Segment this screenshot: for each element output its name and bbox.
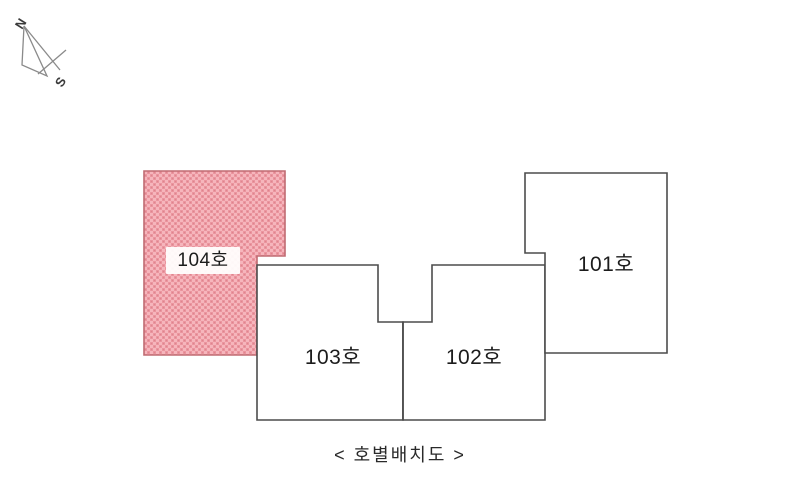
- figure-caption: < 호별배치도 >: [334, 445, 466, 465]
- compass-needle-icon: [21, 25, 49, 78]
- unit-104[interactable]: 104호: [143, 170, 286, 356]
- unit-104-label: 104호: [177, 250, 228, 271]
- unit-101[interactable]: 101호: [524, 172, 668, 354]
- unit-104-label-box: [166, 247, 240, 274]
- compass-axis-line: [23, 25, 61, 71]
- unit-101-label: 101호: [578, 253, 634, 276]
- unit-102-label: 102호: [446, 346, 502, 369]
- compass-cross-line: [37, 49, 67, 75]
- unit-103-label: 103호: [305, 346, 361, 369]
- unit-101-shape[interactable]: [524, 172, 668, 354]
